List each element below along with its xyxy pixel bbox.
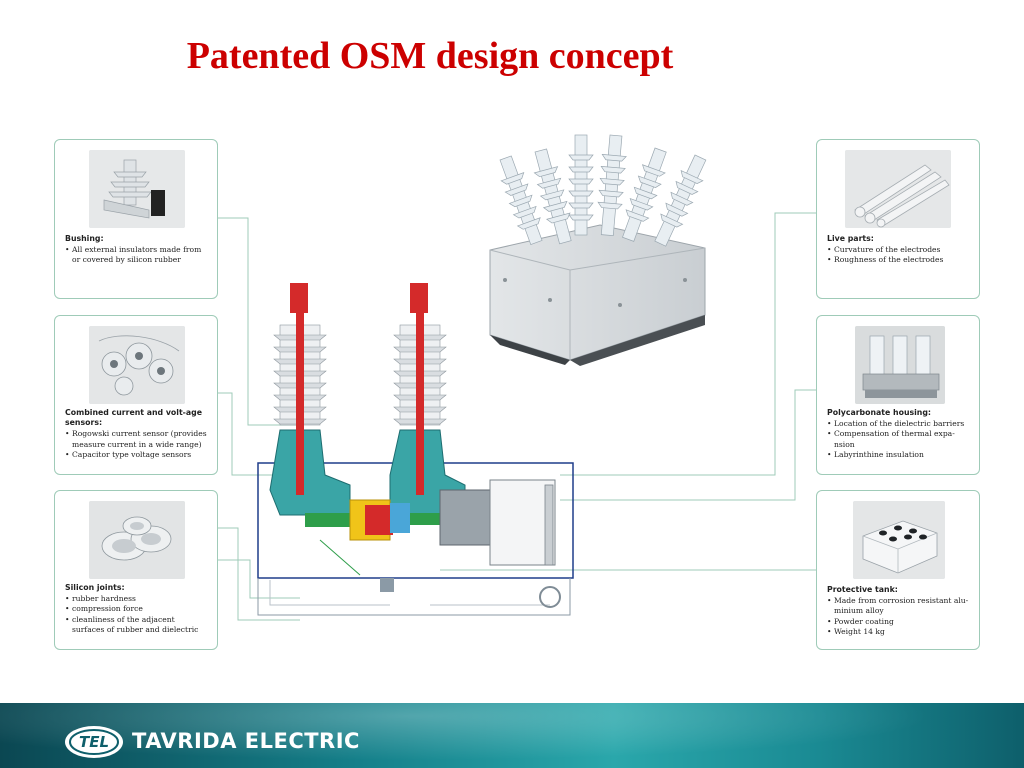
joints-heading: Silicon joints: xyxy=(65,583,125,592)
bushing-heading: Bushing: xyxy=(65,234,104,243)
tank-item: Weight 14 kg xyxy=(827,627,971,637)
tank-heading: Protective tank: xyxy=(827,585,898,594)
bushing-item: All external insulators made from or cov… xyxy=(65,245,209,265)
housing-item: Labyrinthine insulation xyxy=(827,450,971,460)
tank-photo xyxy=(853,501,945,579)
live-parts-card: Live parts: Curvature of the electrodes … xyxy=(816,139,980,299)
housing-item: Compensation of thermal expa-nsion xyxy=(827,429,971,449)
tank-item: Made from corrosion resistant alu-minium… xyxy=(827,596,971,616)
bushing-card: Bushing: All external insulators made fr… xyxy=(54,139,218,299)
joints-card: Silicon joints: rubber hardness compress… xyxy=(54,490,218,650)
sensors-heading: Combined current and volt-age sensors: xyxy=(65,408,203,428)
connector-lines xyxy=(217,212,816,621)
housing-photo xyxy=(855,326,945,404)
bushing-photo xyxy=(89,150,185,228)
osm-cross-section-diagram xyxy=(257,283,574,616)
sensors-item: Capacitor type voltage sensors xyxy=(65,450,209,460)
sensors-card: Combined current and volt-age sensors: R… xyxy=(54,315,218,475)
page-title: Patented OSM design concept xyxy=(186,35,674,77)
footer-bar: TEL TAVRIDA ELECTRIC xyxy=(0,703,1024,768)
sensors-photo xyxy=(89,326,185,404)
live-parts-photo xyxy=(845,150,951,228)
joints-item: cleanliness of the adjacent surfaces of … xyxy=(65,615,209,635)
live-parts-item: Curvature of the electrodes xyxy=(827,245,971,255)
joints-item: rubber hardness xyxy=(65,594,209,604)
housing-card: Polycarbonate housing: Location of the d… xyxy=(816,315,980,475)
joints-item: compression force xyxy=(65,604,209,614)
joints-photo xyxy=(89,501,185,579)
tank-item: Powder coating xyxy=(827,617,971,627)
housing-item: Location of the dielectric barriers xyxy=(827,419,971,429)
sensors-item: Rogowski current sensor (provides measur… xyxy=(65,429,209,449)
brand-name: TAVRIDA ELECTRIC xyxy=(132,729,360,753)
logo-text: TEL xyxy=(79,733,109,751)
footer-glow xyxy=(0,703,1024,768)
osm-product-image xyxy=(489,134,707,366)
live-parts-item: Roughness of the electrodes xyxy=(827,255,971,265)
tavrida-logo-icon: TEL xyxy=(65,726,123,758)
tank-card: Protective tank: Made from corrosion res… xyxy=(816,490,980,650)
live-parts-heading: Live parts: xyxy=(827,234,874,243)
housing-heading: Polycarbonate housing: xyxy=(827,408,932,417)
